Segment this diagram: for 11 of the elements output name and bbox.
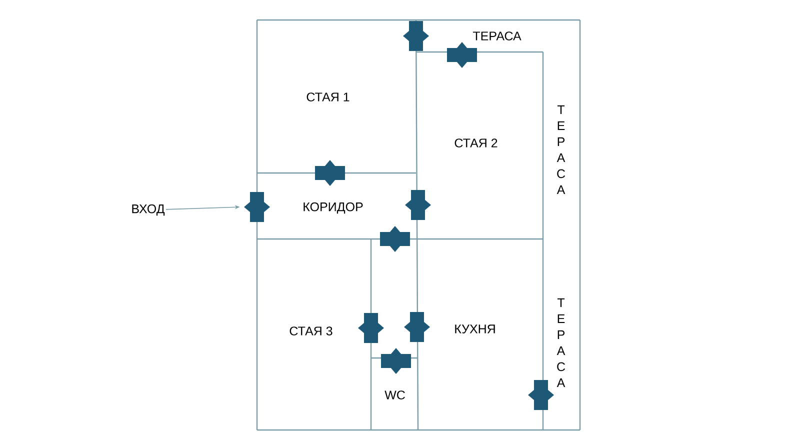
room-label: СТАЯ 1	[306, 92, 350, 102]
room-label: ТЕРАСА	[472, 32, 522, 40]
door-icon	[244, 192, 270, 222]
room-label: КУХНЯ	[455, 324, 495, 334]
room-label: WC	[384, 390, 405, 400]
room-label: КОРИДОР	[304, 202, 363, 214]
room-label: СТАЯ 2	[454, 138, 498, 148]
room-label: ТЕРАСА	[556, 298, 566, 387]
room-label: СТАЯ 3	[290, 326, 332, 336]
room-label: ТЕРАСА	[556, 105, 566, 194]
entrance-label: ВХОД	[132, 204, 165, 216]
